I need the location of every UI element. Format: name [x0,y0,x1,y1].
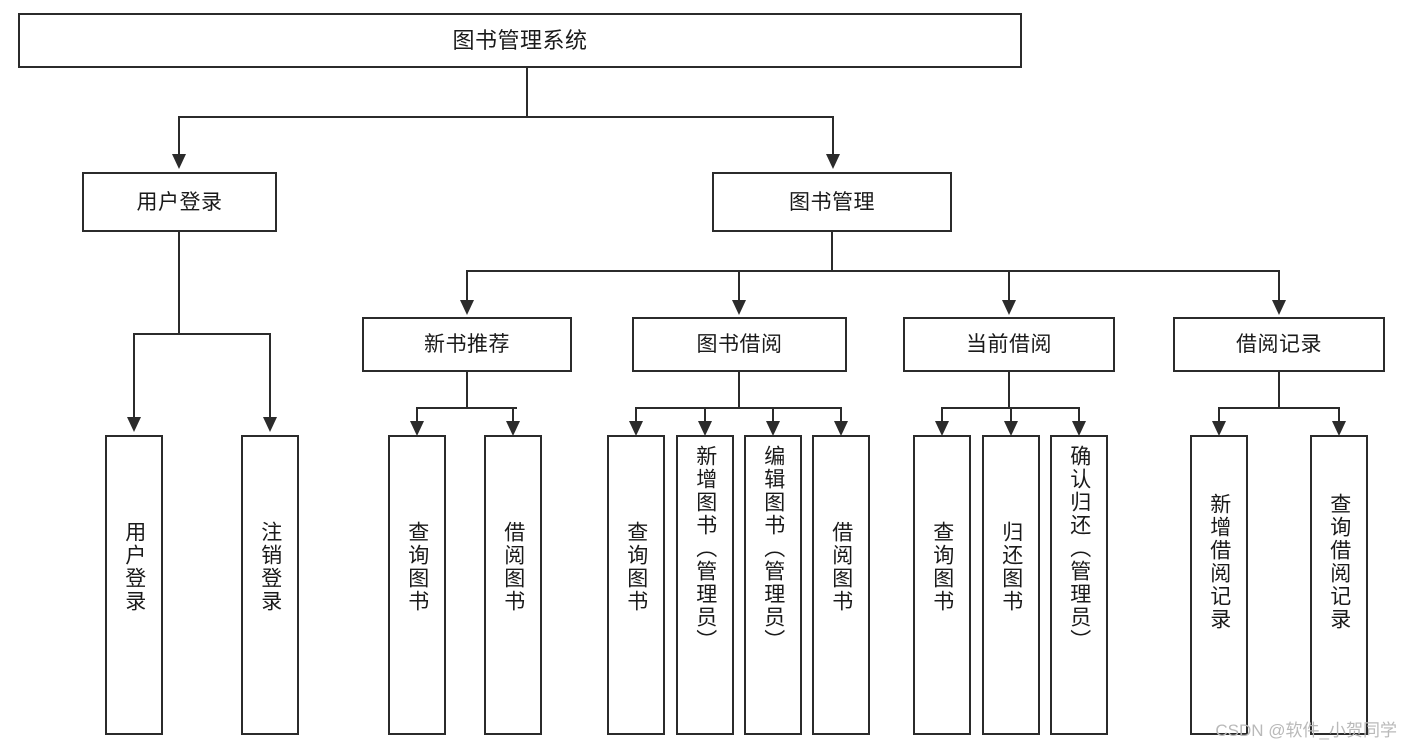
arrow-user-login-to-logout [263,417,277,432]
node-label: 用户登录 [136,190,223,214]
arrow-current-borrow-to-confirm [1072,421,1086,436]
connector-current-borrow-stem [1008,372,1010,408]
leaf-label: 借阅图书 [829,521,853,613]
arrow-to-borrow-record [1272,300,1286,315]
node-book-borrow[interactable]: 图书借阅 [632,317,847,372]
connector-new-book-to-query [416,407,418,423]
arrow-current-borrow-to-return [1004,421,1018,436]
leaf-label: 新增借阅记录 [1207,493,1231,631]
leaf-user-login[interactable]: 用户登录 [105,435,163,735]
connector-book-borrow-stem [738,372,740,408]
leaf-label: 查询图书 [624,521,648,613]
connector-user-login-to-login [133,333,135,418]
arrow-user-login-to-login [127,417,141,432]
connector-borrow-record-to-add [1218,407,1220,423]
connector-to-new-book [466,270,468,301]
connector-new-book-bus [416,407,517,409]
arrow-book-borrow-to-edit [766,421,780,436]
arrow-book-borrow-to-query [629,421,643,436]
leaf-label: 查询图书 [405,521,429,613]
arrow-new-book-to-borrow [506,421,520,436]
connector-book-borrow-to-edit [772,407,774,423]
node-label: 借阅记录 [1236,333,1322,356]
arrow-current-borrow-to-query [935,421,949,436]
connector-root-to-book-manage [832,116,834,156]
connector-root-bus [178,116,834,118]
leaf-borrow-add-book[interactable]: 新增图书（管理员） [676,435,734,735]
node-book-management[interactable]: 图书管理 [712,172,952,232]
leaf-current-query-book[interactable]: 查询图书 [913,435,971,735]
arrow-root-to-book-manage [826,154,840,169]
node-new-book-recommend[interactable]: 新书推荐 [362,317,572,372]
arrow-borrow-record-to-add [1212,421,1226,436]
connector-current-borrow-to-return [1010,407,1012,423]
leaf-user-logout[interactable]: 注销登录 [241,435,299,735]
connector-book-manage-bus [466,270,1278,272]
connector-user-login-bus [133,333,270,335]
node-current-borrow[interactable]: 当前借阅 [903,317,1115,372]
leaf-current-return-book[interactable]: 归还图书 [982,435,1040,735]
arrow-book-borrow-to-borrow [834,421,848,436]
leaf-label: 查询图书 [930,521,954,613]
leaf-label: 借阅图书 [501,521,525,613]
csdn-watermark: CSDN @软件_小贺同学 [1215,721,1397,740]
leaf-new-book-borrow[interactable]: 借阅图书 [484,435,542,735]
connector-user-login-to-logout [269,333,271,418]
leaf-label: 编辑图书（管理员） [761,445,785,652]
leaf-record-add[interactable]: 新增借阅记录 [1190,435,1248,735]
arrow-borrow-record-to-query [1332,421,1346,436]
connector-borrow-record-stem [1278,372,1280,408]
connector-new-book-stem [466,372,468,408]
connector-to-current-borrow [1008,270,1010,301]
connector-book-borrow-to-query [635,407,637,423]
leaf-record-query[interactable]: 查询借阅记录 [1310,435,1368,735]
arrow-new-book-to-query [410,421,424,436]
connector-user-login-stem [178,232,180,334]
leaf-borrow-borrow-book[interactable]: 借阅图书 [812,435,870,735]
leaf-label: 注销登录 [258,521,282,613]
leaf-borrow-edit-book[interactable]: 编辑图书（管理员） [744,435,802,735]
connector-current-borrow-to-confirm [1078,407,1080,423]
connector-new-book-to-borrow [512,407,514,423]
leaf-new-book-query[interactable]: 查询图书 [388,435,446,735]
leaf-label: 用户登录 [122,521,146,613]
connector-book-borrow-to-borrow [840,407,842,423]
node-label: 图书管理系统 [452,27,588,53]
leaf-label: 查询借阅记录 [1327,493,1351,631]
arrow-to-current-borrow [1002,300,1016,315]
leaf-borrow-query-book[interactable]: 查询图书 [607,435,665,735]
connector-book-borrow-to-add [704,407,706,423]
leaf-label: 归还图书 [999,521,1023,613]
arrow-root-to-user-login [172,154,186,169]
connector-root-stem [526,68,528,117]
node-label: 图书管理 [789,190,875,214]
node-user-login[interactable]: 用户登录 [82,172,277,232]
leaf-label: 确认归还（管理员） [1067,445,1091,652]
connector-root-to-user-login [178,116,180,156]
leaf-label: 新增图书（管理员） [693,445,717,652]
connector-current-borrow-bus [941,407,1078,409]
connector-to-borrow-record [1278,270,1280,301]
node-borrow-record[interactable]: 借阅记录 [1173,317,1385,372]
connector-book-borrow-bus [635,407,841,409]
node-label: 图书借阅 [696,333,783,356]
node-label: 新书推荐 [424,333,510,356]
arrow-book-borrow-to-add [698,421,712,436]
arrow-to-new-book [460,300,474,315]
leaf-current-confirm-return[interactable]: 确认归还（管理员） [1050,435,1108,735]
connector-borrow-record-to-query [1338,407,1340,423]
arrow-to-book-borrow [732,300,746,315]
connector-current-borrow-to-query [941,407,943,423]
connector-book-manage-stem [831,232,833,271]
node-label: 当前借阅 [966,333,1052,356]
node-root-system[interactable]: 图书管理系统 [18,13,1022,68]
connector-to-book-borrow [738,270,740,301]
connector-borrow-record-bus [1218,407,1339,409]
